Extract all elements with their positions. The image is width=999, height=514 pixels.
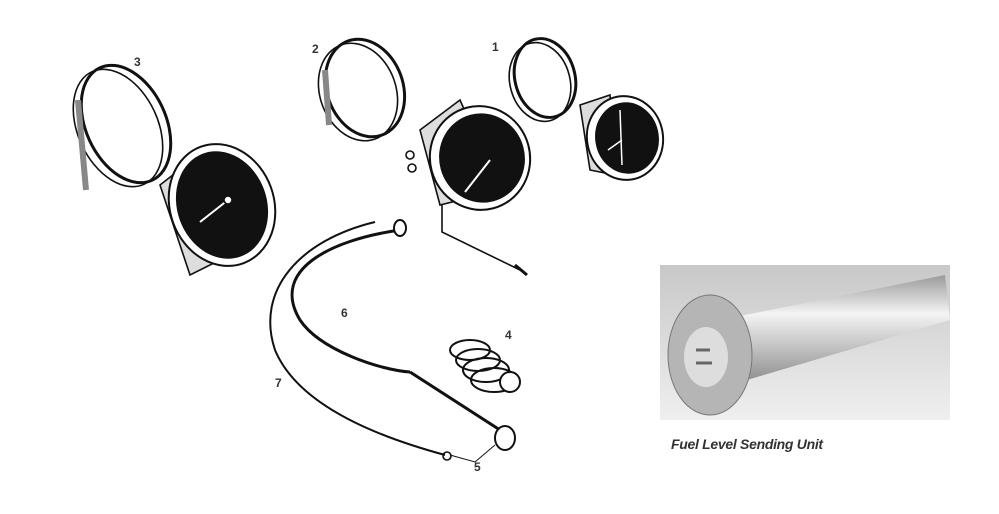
fuel-sending-unit-photo [660, 265, 950, 420]
callout-4: 4 [505, 328, 512, 342]
callout-1: 1 [492, 40, 499, 54]
callout-7: 7 [275, 376, 282, 390]
cable-6 [290, 228, 411, 374]
clock-gauge [579, 93, 665, 181]
callout-6: 6 [341, 306, 348, 320]
bezel-ring-1 [508, 37, 578, 123]
callout-3: 3 [134, 55, 141, 69]
bezel-ring-2 [317, 37, 407, 142]
callout-2: 2 [312, 42, 319, 56]
callout-5: 5 [474, 460, 481, 474]
bezel-ring-3 [72, 63, 173, 191]
speedometer-gauge [405, 98, 532, 277]
tachometer-gauge [159, 143, 277, 277]
cable-7 [269, 221, 446, 456]
rubber-boot-4 [449, 339, 521, 393]
photo-caption: Fuel Level Sending Unit [671, 436, 823, 452]
